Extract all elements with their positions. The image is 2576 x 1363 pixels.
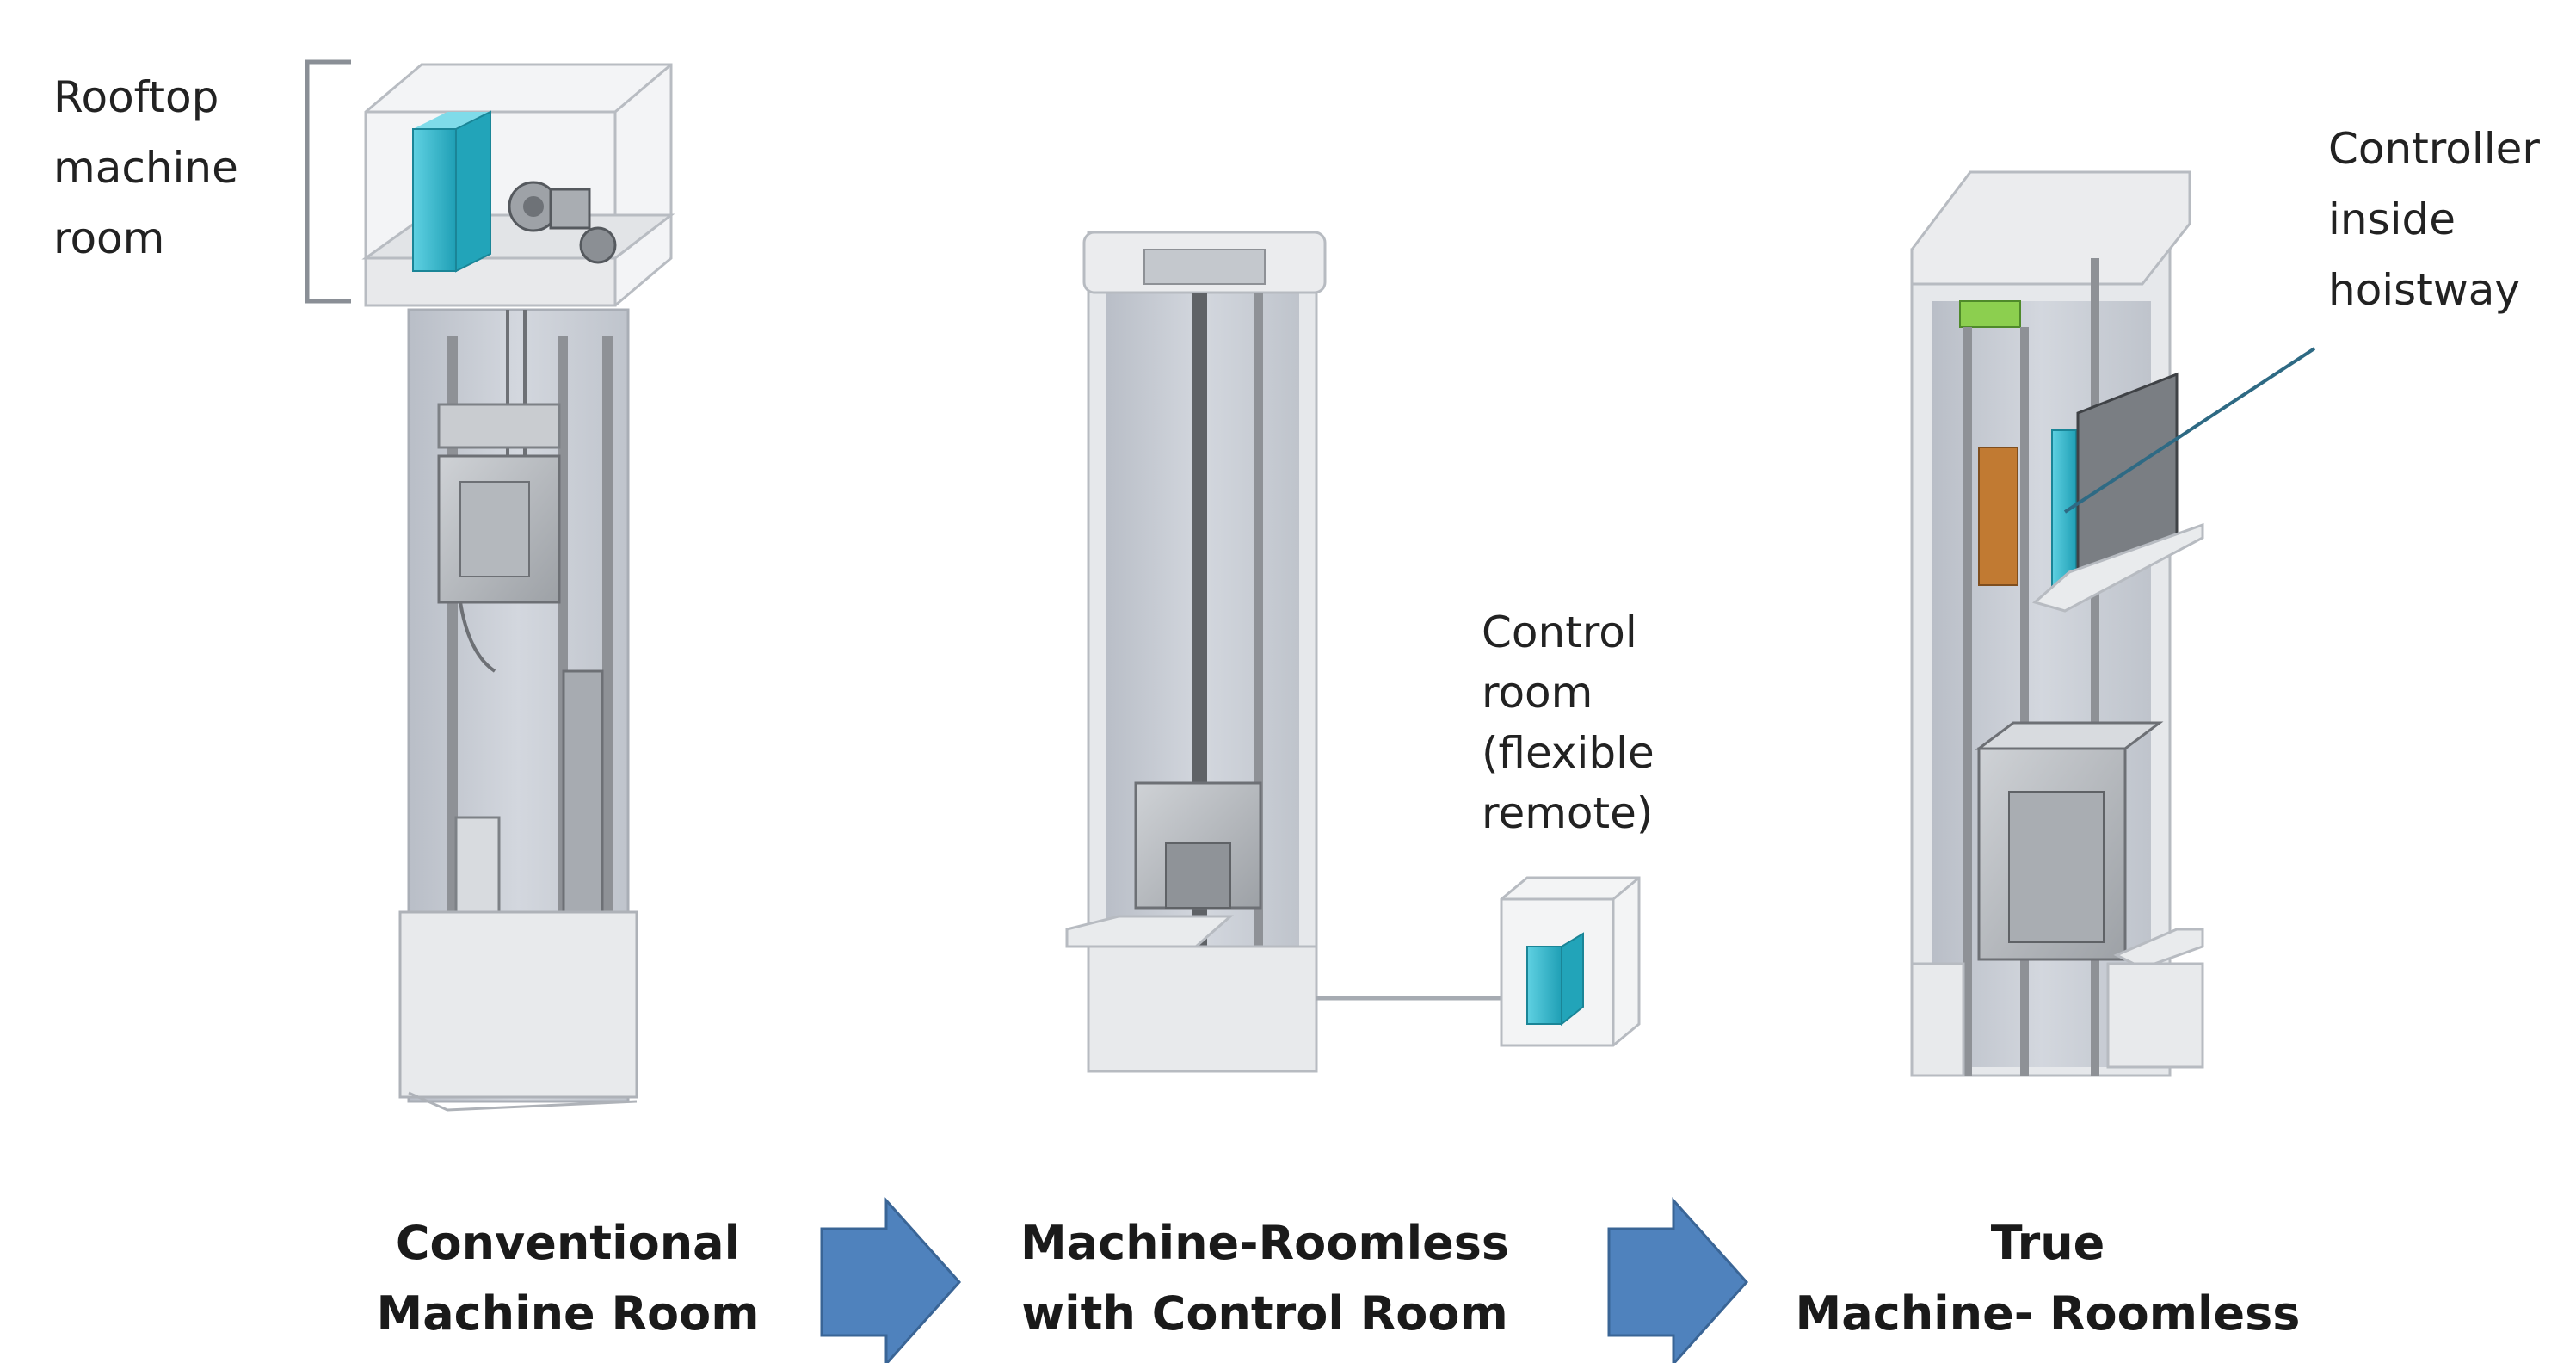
controller-leader-line [2063, 347, 2316, 514]
guide-rail [2020, 327, 2029, 1076]
guide-rail [602, 336, 613, 1058]
rooftop-machine-room [361, 63, 675, 307]
counterweight [1978, 447, 2018, 586]
motor-icon [1959, 300, 2021, 328]
right-arrow-icon [1607, 1197, 1749, 1363]
controller-cabinet-icon [412, 110, 491, 273]
control-room-label: Control room (flexible remote) [1482, 607, 1655, 838]
caption-mrl-control-room: Machine-Roomless with Control Room [1020, 1216, 1510, 1341]
elevator-car-icon [1975, 721, 2164, 961]
caption-true-mrl: True Machine- Roomless [1795, 1216, 2301, 1341]
elevator-true-mrl [1910, 170, 2316, 1077]
elevator-conventional [305, 59, 675, 1112]
caption-conventional: Conventional Machine Room [376, 1216, 760, 1341]
motor-icon [508, 181, 617, 264]
elevator-mrl-control-room [1065, 231, 1641, 1073]
guide-rail [1963, 327, 1972, 1076]
pit [398, 910, 638, 1099]
guide-rail [1254, 293, 1263, 1050]
elevator-car-icon [437, 403, 561, 673]
elevator-car-icon [1134, 781, 1262, 910]
right-arrow-icon [820, 1197, 962, 1363]
controller-cabinet-icon [1526, 932, 1584, 1027]
rooftop-machine-room-label: Rooftop machine room [53, 72, 238, 263]
rooftop-bracket [305, 59, 351, 304]
remote-control-room [1500, 876, 1641, 1047]
controller-inside-hoistway-label: Controller inside hoistway [2328, 124, 2540, 315]
controller-cabinet-icon [2051, 429, 2077, 590]
guide-rail [2091, 258, 2099, 1076]
